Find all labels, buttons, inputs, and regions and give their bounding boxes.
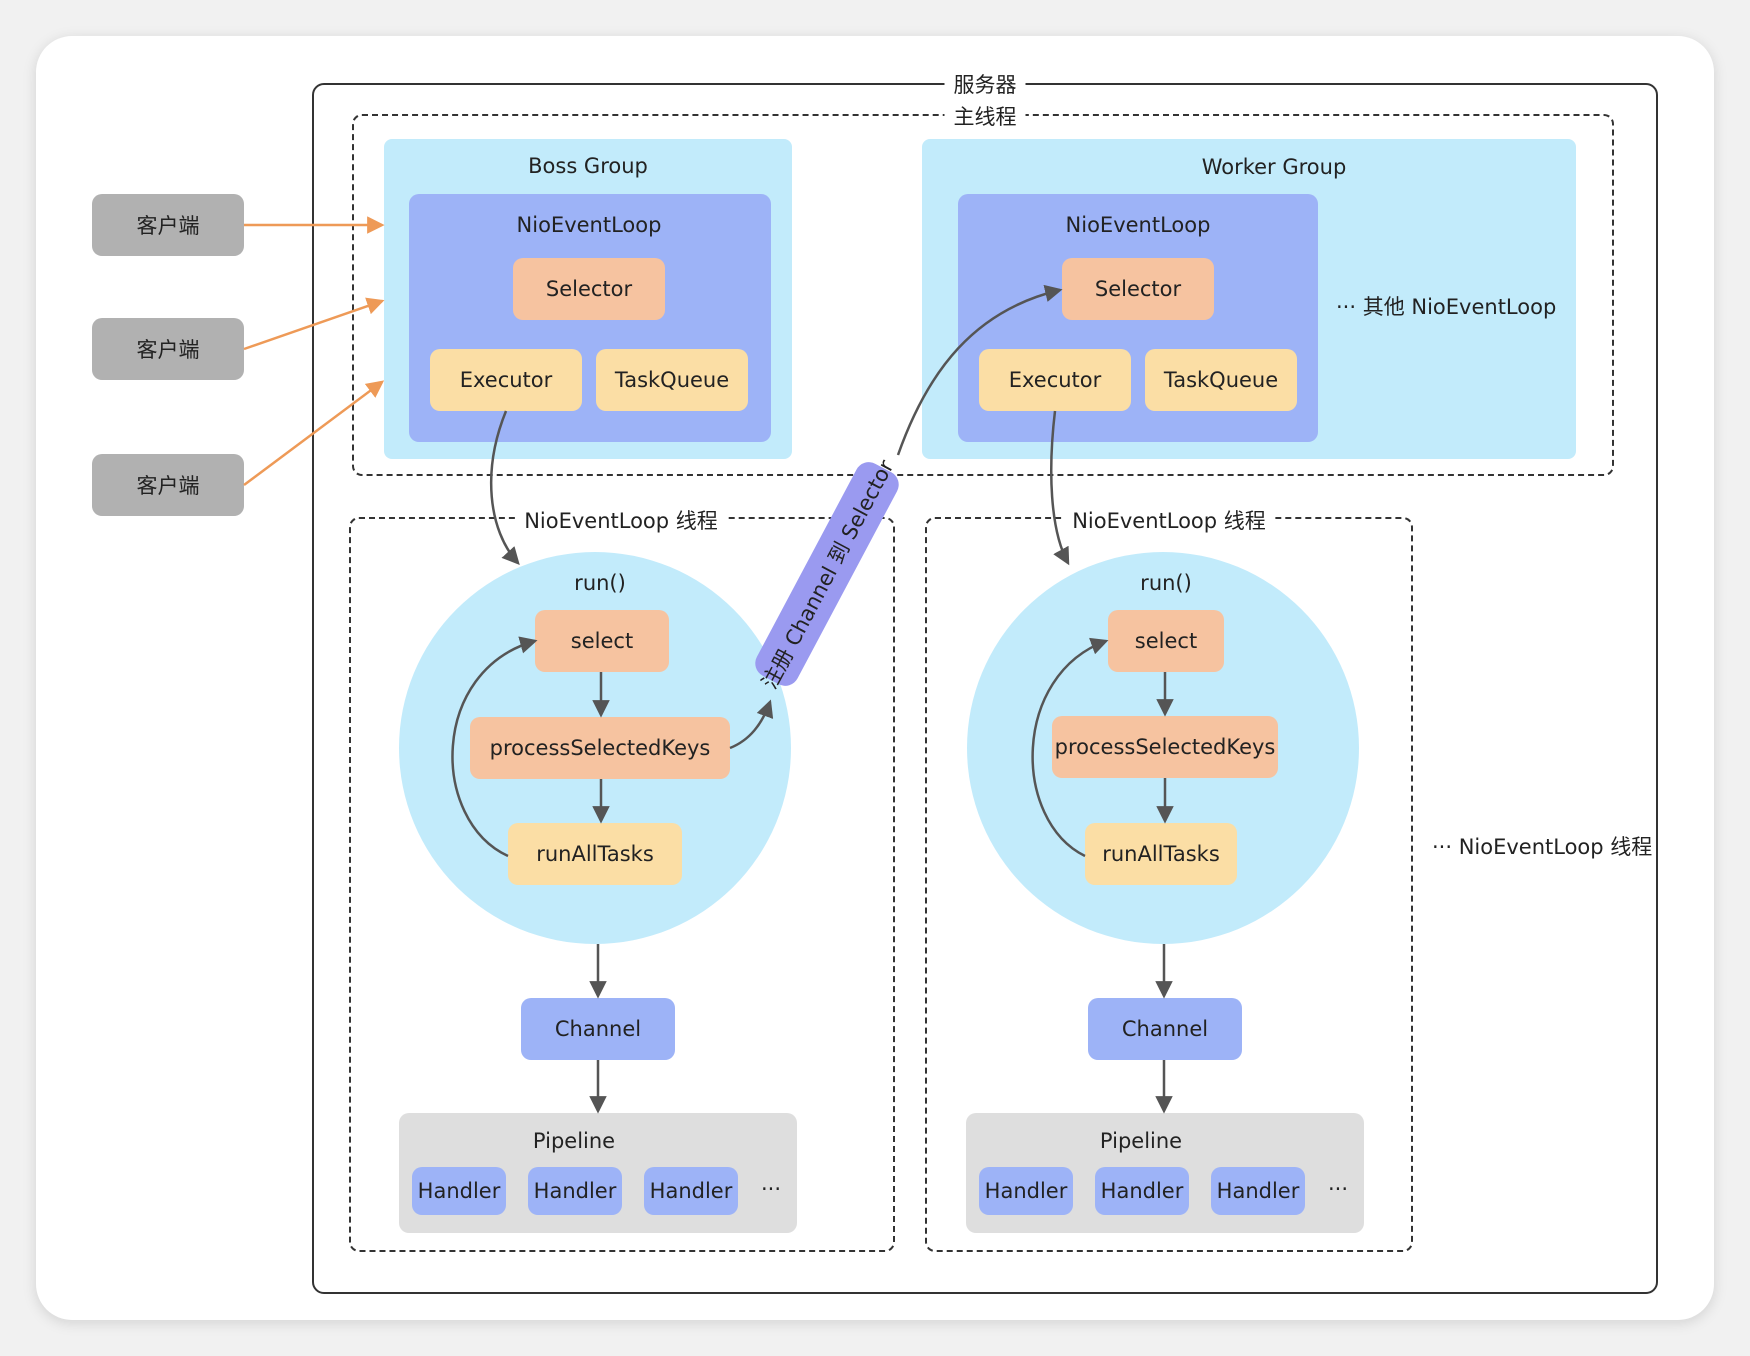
other-threads-label: ··· NioEventLoop 线程 [1432, 835, 1653, 859]
worker-run-all-tasks: runAllTasks [1085, 823, 1237, 885]
worker-other-loops: ··· 其他 NioEventLoop [1336, 295, 1557, 319]
boss-group-title: Boss Group [528, 154, 648, 178]
worker-selector: Selector [1062, 258, 1214, 320]
client-3-arrow [243, 380, 385, 487]
boss-run-all-tasks: runAllTasks [508, 823, 682, 885]
boss-handler-more: ··· [760, 1177, 782, 1201]
boss-loop-back-arrow [451, 636, 538, 858]
worker-handler-3: Handler [1211, 1167, 1305, 1215]
worker-pipeline-title: Pipeline [1099, 1129, 1183, 1153]
boss-handler-2: Handler [528, 1167, 622, 1215]
worker-task-queue: TaskQueue [1145, 349, 1297, 411]
client-box-2: 客户端 [92, 318, 244, 380]
register-to-selector-arrow [896, 284, 1063, 456]
boss-handler-3: Handler [644, 1167, 738, 1215]
boss-select: select [535, 610, 669, 672]
main-thread-title: 主线程 [944, 101, 1026, 131]
worker-executor-to-run-arrow [1050, 410, 1070, 566]
process-keys-to-register-arrow [729, 699, 774, 750]
client-box-3: 客户端 [92, 454, 244, 516]
worker-handler-2: Handler [1095, 1167, 1189, 1215]
worker-executor: Executor [979, 349, 1131, 411]
client-box-1: 客户端 [92, 194, 244, 256]
boss-pipeline-title: Pipeline [532, 1129, 616, 1153]
boss-thread-title: NioEventLoop 线程 [515, 505, 727, 535]
worker-select: select [1108, 610, 1224, 672]
boss-selector: Selector [513, 258, 665, 320]
boss-executor-to-run-arrow [490, 410, 520, 565]
boss-executor: Executor [430, 349, 582, 411]
client-2-arrow [243, 297, 385, 351]
boss-run-label: run() [574, 571, 626, 595]
worker-handler-more: ··· [1327, 1177, 1349, 1201]
worker-handler-1: Handler [979, 1167, 1073, 1215]
worker-run-label: run() [1140, 571, 1192, 595]
worker-group-title: Worker Group [1201, 155, 1347, 179]
boss-task-queue: TaskQueue [596, 349, 748, 411]
boss-process-keys: processSelectedKeys [470, 717, 730, 779]
worker-event-loop-title: NioEventLoop [1065, 213, 1211, 237]
worker-loop-back-arrow [1031, 637, 1109, 858]
boss-event-loop-title: NioEventLoop [516, 213, 662, 237]
worker-thread-title: NioEventLoop 线程 [1063, 505, 1275, 535]
boss-handler-1: Handler [412, 1167, 506, 1215]
worker-channel: Channel [1088, 998, 1242, 1060]
boss-channel: Channel [521, 998, 675, 1060]
server-title: 服务器 [944, 69, 1026, 99]
worker-process-keys: processSelectedKeys [1052, 716, 1278, 778]
